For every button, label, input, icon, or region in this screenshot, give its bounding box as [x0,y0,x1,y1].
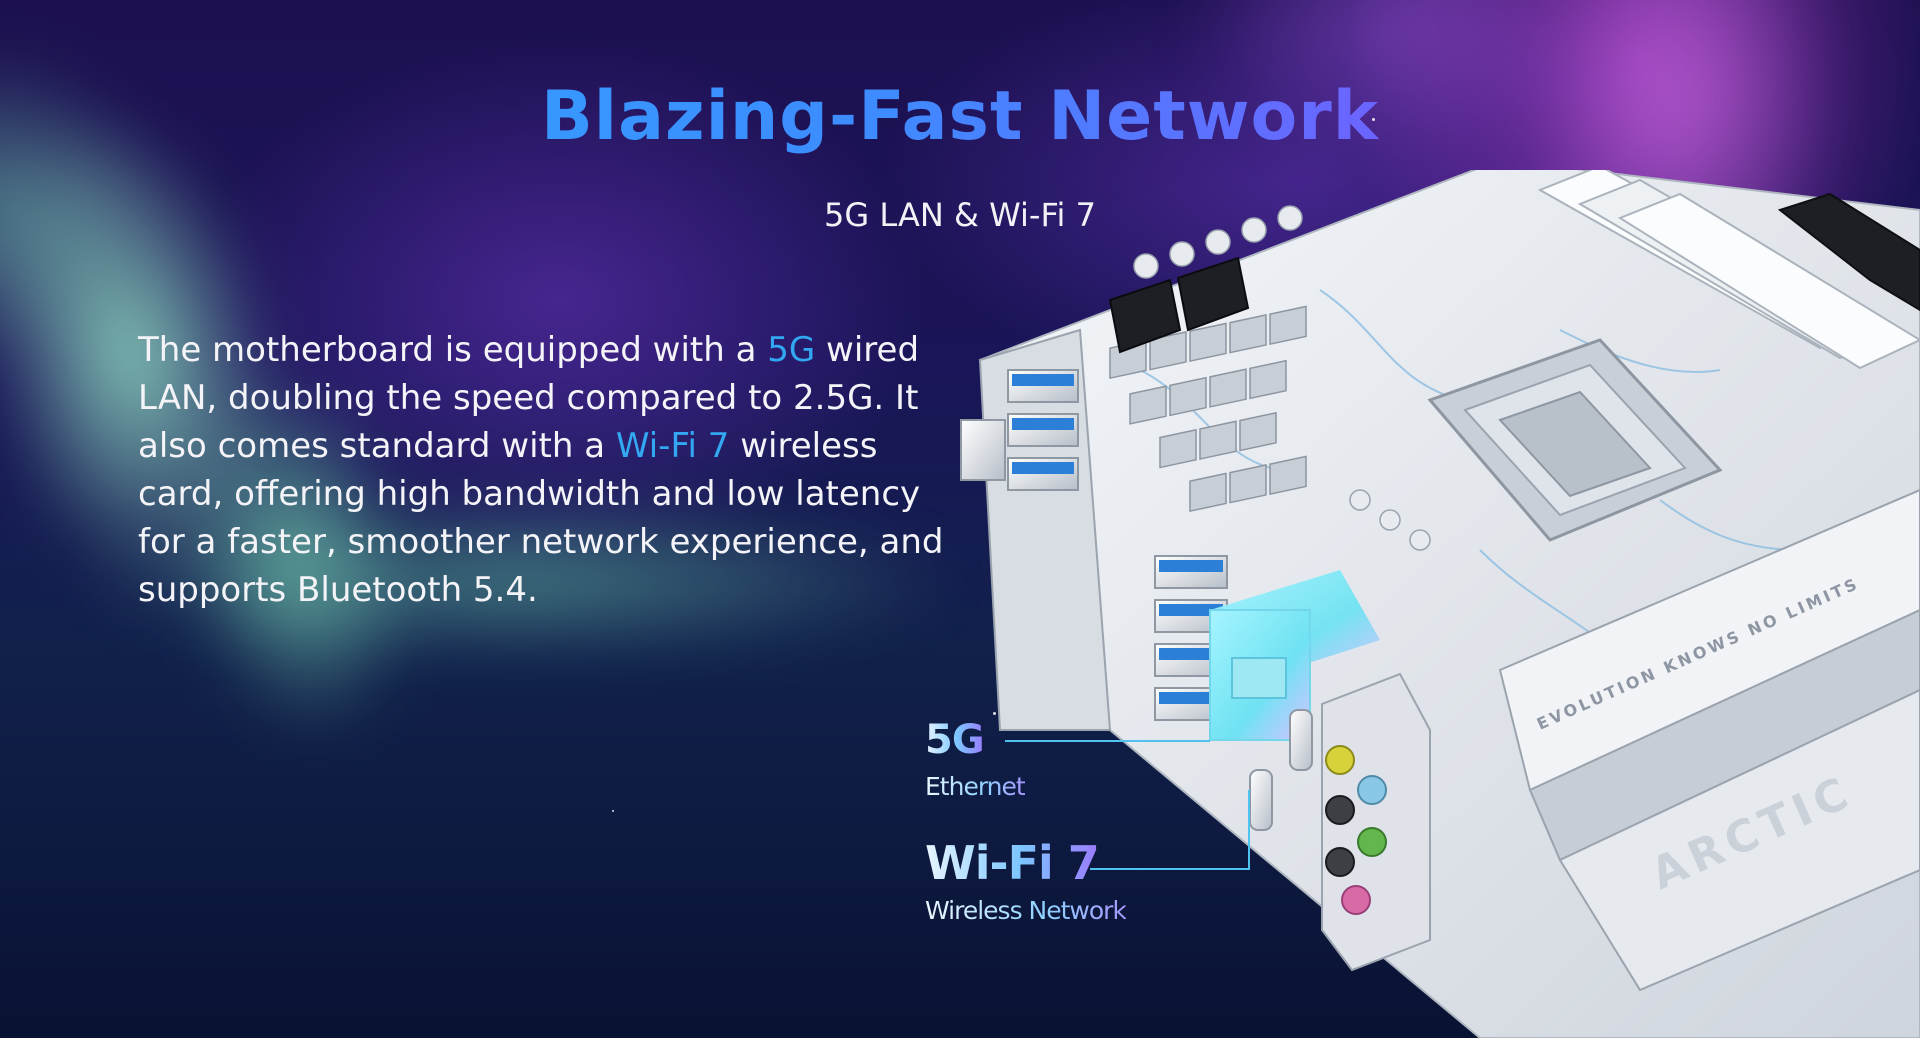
description-text: wired LAN, doubling the speed compared t… [138,330,920,466]
motherboard-illustration: EVOLUTION KNOWS NO LIMITS ARCTIC [960,170,1920,1038]
description-text: The motherboard is equipped with a [138,330,768,370]
ethernet-callout-title: 5G [925,717,985,763]
highlight-5g: 5G [767,330,816,370]
capacitors [1133,205,1431,551]
cpu-socket [1427,338,1723,542]
wifi-antenna-connectors [1249,709,1313,831]
page-title: Blazing-Fast Network [0,77,1920,156]
star [612,810,614,812]
description-text: wireless card, offering high bandwidth a… [138,426,944,610]
audio-ports [1321,672,1431,972]
page-subtitle: 5G LAN & Wi-Fi 7 [824,196,1096,234]
motherboard-svg: EVOLUTION KNOWS NO LIMITS ARCTIC [960,170,1920,1038]
pcie-heatsink [1498,488,1920,992]
wifi-callout-label: Wireless Network [925,896,1127,925]
feature-description: The motherboard is equipped with a 5G wi… [138,326,958,614]
star [1372,118,1375,121]
star [993,712,996,715]
ram-slots [1537,170,1920,370]
wifi-callout-title: Wi-Fi 7 [925,836,1100,890]
highlight-wifi7: Wi-Fi 7 [615,426,730,466]
power-connectors [1108,256,1250,354]
vrm-chokes [1109,305,1307,513]
ethernet-callout-label: Ethernet [925,772,1026,801]
callout-lines [1005,740,1250,870]
atx-connector [1777,192,1920,312]
lan-port [1209,570,1380,741]
